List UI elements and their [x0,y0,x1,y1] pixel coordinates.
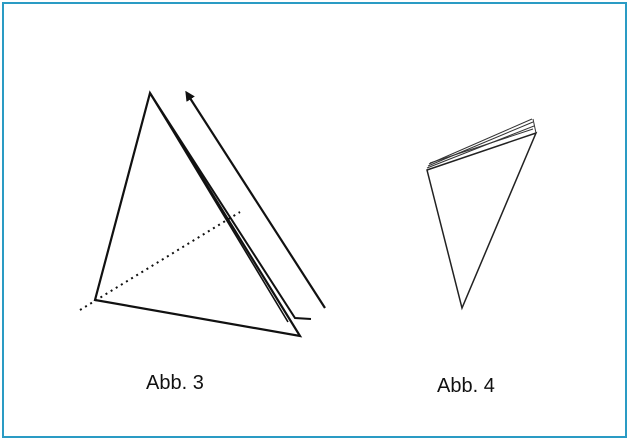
abb3-fold-arrow [185,90,326,309]
figure-frame [2,2,627,438]
abb3-fold-layer [149,92,312,320]
abb4-fold-line-2 [427,121,534,167]
abb4-fold-line-4 [429,128,534,164]
abb4-fold-line-1 [426,125,535,169]
abb3-main-triangle [93,90,303,338]
abb3-caption: Abb. 3 [146,372,204,394]
abb4-fold-edge [532,118,537,134]
abb4-triangle [426,131,538,311]
abb4-fold-line-3 [428,118,533,165]
abb3-dotted-fold-line [79,211,241,311]
abb4-diagram [426,118,538,311]
abb4-caption: Abb. 4 [437,375,495,397]
abb3-fold-layer-edge [149,92,289,323]
abb3-diagram [79,90,326,338]
